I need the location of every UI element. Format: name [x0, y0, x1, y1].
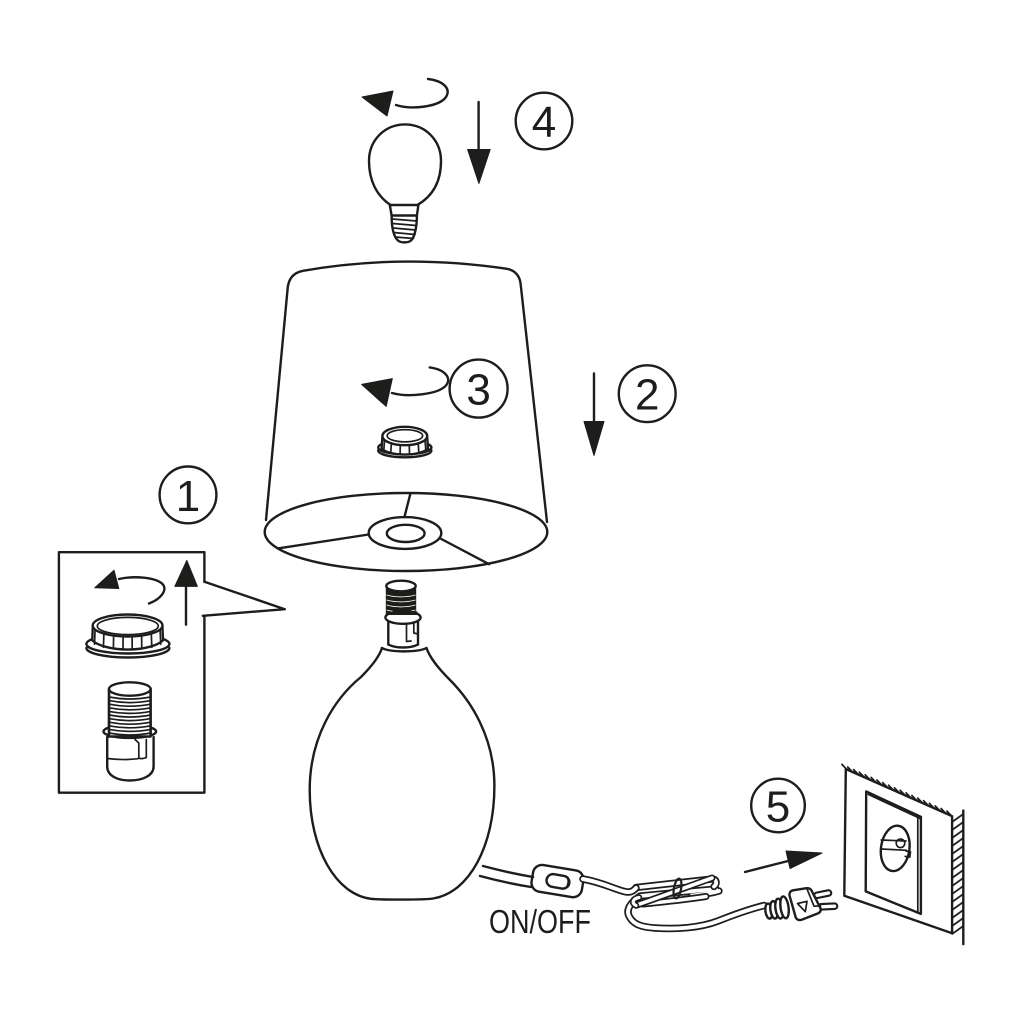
- svg-text:1: 1: [176, 472, 200, 521]
- svg-text:5: 5: [766, 783, 790, 832]
- svg-text:ON/OFF: ON/OFF: [489, 903, 591, 940]
- svg-text:2: 2: [635, 371, 659, 420]
- svg-text:4: 4: [532, 98, 556, 147]
- svg-text:3: 3: [466, 366, 490, 415]
